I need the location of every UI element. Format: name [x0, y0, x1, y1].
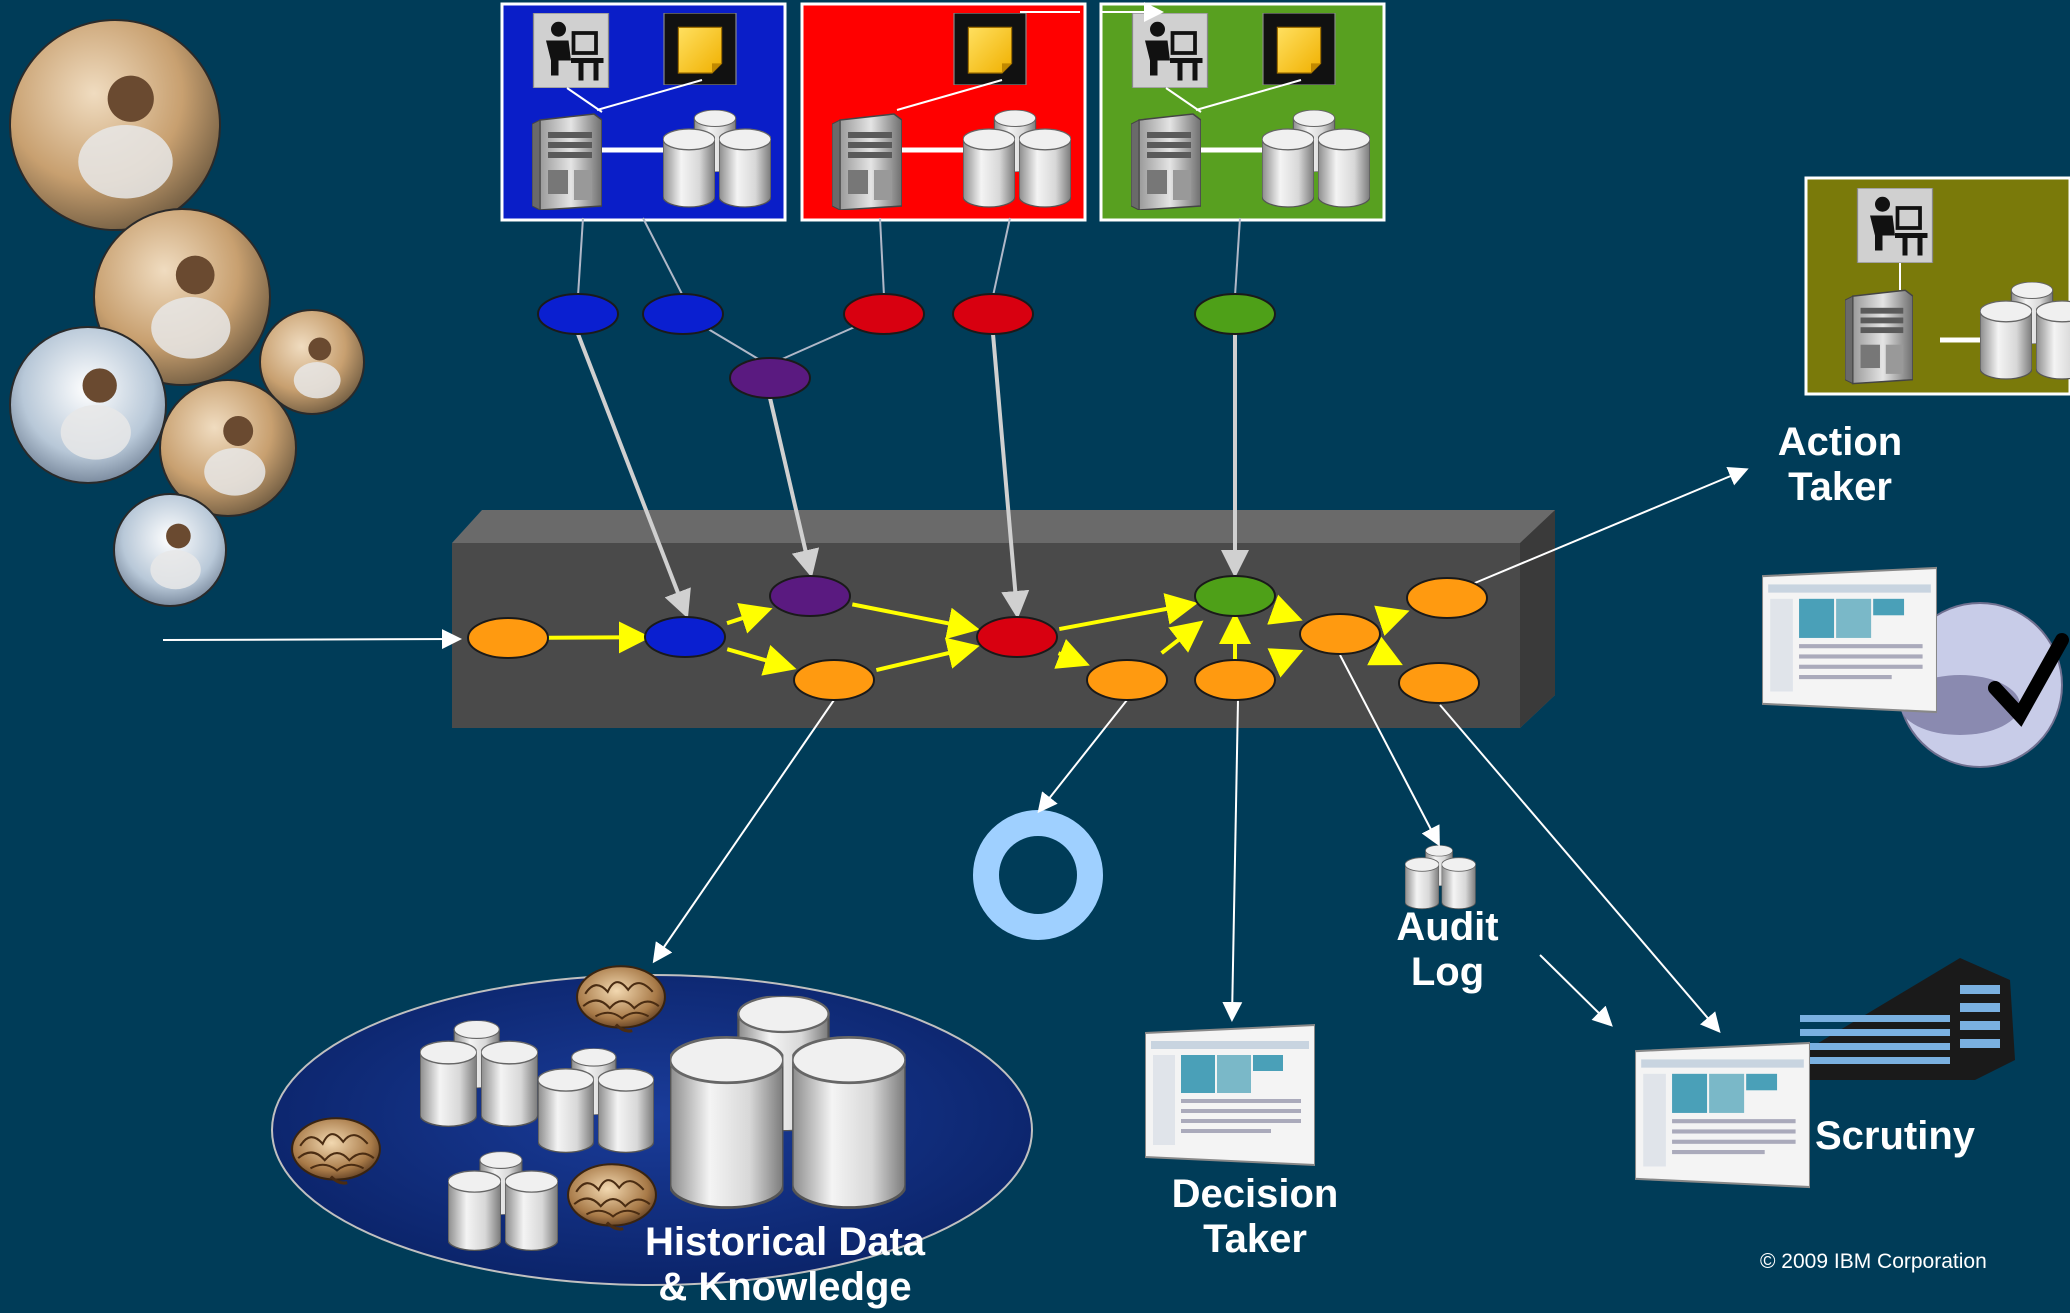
copyright-text: © 2009 IBM Corporation — [1760, 1250, 1987, 1273]
action-output-arrow — [1469, 466, 1749, 586]
event-flow-arrow — [1058, 593, 1198, 632]
event-feed-arrow — [991, 333, 1030, 619]
event-node — [769, 575, 851, 617]
connector-line — [596, 79, 703, 111]
event-node — [644, 616, 726, 658]
connector-line — [1195, 79, 1302, 111]
event-node — [1194, 659, 1276, 701]
scrutiny-output-arrow — [1439, 704, 1721, 1034]
server-icon — [1845, 289, 1913, 385]
document-icon — [1262, 13, 1336, 85]
ring-icon — [973, 810, 1103, 940]
person-photo — [9, 326, 167, 484]
event-flow-arrow — [1267, 648, 1304, 678]
server-icon — [532, 113, 602, 210]
person-body-shape — [204, 448, 266, 496]
ring-output-arrow — [1037, 699, 1128, 814]
building-window-row — [1960, 1039, 2000, 1048]
decision-taker-label: Decision Taker — [1171, 1172, 1339, 1261]
checkmark-icon — [1988, 633, 2069, 727]
application-window-icon — [1635, 1041, 1810, 1189]
event-node — [729, 357, 811, 399]
building-window-row — [1800, 1043, 1950, 1050]
document-icon — [663, 13, 737, 85]
event-flow-arrow — [726, 603, 773, 634]
event-node — [976, 616, 1058, 658]
event-node — [537, 293, 619, 335]
person-body-shape — [60, 405, 131, 460]
connector-line — [1165, 87, 1202, 113]
event-feed-arrow — [576, 333, 691, 619]
event-node — [843, 293, 925, 335]
building-window-row — [1960, 1021, 2000, 1030]
event-feed-arrow — [768, 397, 820, 578]
event-flow-arrow — [726, 644, 797, 676]
event-node — [1398, 662, 1480, 704]
person-body-shape — [150, 550, 201, 590]
decision-output-arrow — [1222, 699, 1243, 1022]
person-body-shape — [78, 125, 173, 199]
event-flow-arrow — [851, 602, 980, 640]
event-node — [467, 617, 549, 659]
person-body-shape — [151, 297, 231, 359]
connector-line — [1234, 217, 1241, 297]
connector-line — [896, 79, 1003, 111]
document-icon — [953, 13, 1027, 85]
event-flow-arrow — [1367, 636, 1403, 666]
person-photo — [9, 19, 221, 231]
database-icon — [1405, 845, 1476, 908]
application-window-icon — [1762, 566, 1937, 714]
event-flow-arrow — [548, 621, 651, 654]
connector-line — [992, 217, 1011, 297]
event-flow-arrow — [1267, 594, 1303, 625]
event-node — [1406, 577, 1488, 619]
connector-line — [566, 87, 603, 113]
audit-output-arrow — [1339, 654, 1440, 847]
person-photo — [113, 493, 227, 607]
event-flow-arrow — [1374, 605, 1410, 636]
event-node — [1194, 575, 1276, 617]
event-node — [952, 293, 1034, 335]
person-body-shape — [293, 362, 341, 399]
user-workstation-icon — [1130, 13, 1210, 88]
event-node — [642, 293, 724, 335]
user-workstation-icon — [1855, 188, 1935, 263]
building-window-row — [1800, 1015, 1950, 1022]
application-window-icon — [1145, 1023, 1315, 1167]
action-taker-label: Action Taker — [1777, 420, 1903, 509]
audit-log-label: Audit Log — [1396, 905, 1499, 994]
building-window-row — [1960, 1003, 2000, 1012]
historical-data-label: Historical Data & Knowledge — [644, 1220, 926, 1309]
scrutiny-label: Scrutiny — [1815, 1114, 1976, 1158]
building-window-row — [1800, 1029, 1950, 1036]
connector-line — [879, 217, 885, 297]
event-node — [793, 659, 875, 701]
person-head-shape — [175, 255, 215, 295]
server-icon — [1131, 113, 1201, 210]
event-flow-arrow — [1160, 620, 1204, 655]
audit-to-scrutiny-arrow — [1539, 954, 1613, 1027]
server-icon — [832, 113, 902, 210]
event-node — [1194, 293, 1276, 335]
person-head-shape — [308, 337, 332, 361]
event-bus-side — [1520, 510, 1555, 728]
person-head-shape — [166, 523, 191, 549]
person-head-shape — [107, 75, 154, 122]
event-flow-arrow — [1054, 638, 1090, 669]
building-window-row — [1800, 1057, 1950, 1064]
person-head-shape — [223, 416, 254, 446]
building-window-row — [1960, 985, 2000, 994]
event-node — [1086, 659, 1168, 701]
user-workstation-icon — [531, 13, 611, 88]
connector-line — [642, 217, 684, 297]
input-arrow — [162, 629, 462, 650]
event-node — [1299, 613, 1381, 655]
event-flow-arrow — [875, 637, 980, 672]
connector-line — [577, 217, 584, 297]
person-head-shape — [82, 368, 117, 403]
history-output-arrow — [652, 699, 835, 964]
